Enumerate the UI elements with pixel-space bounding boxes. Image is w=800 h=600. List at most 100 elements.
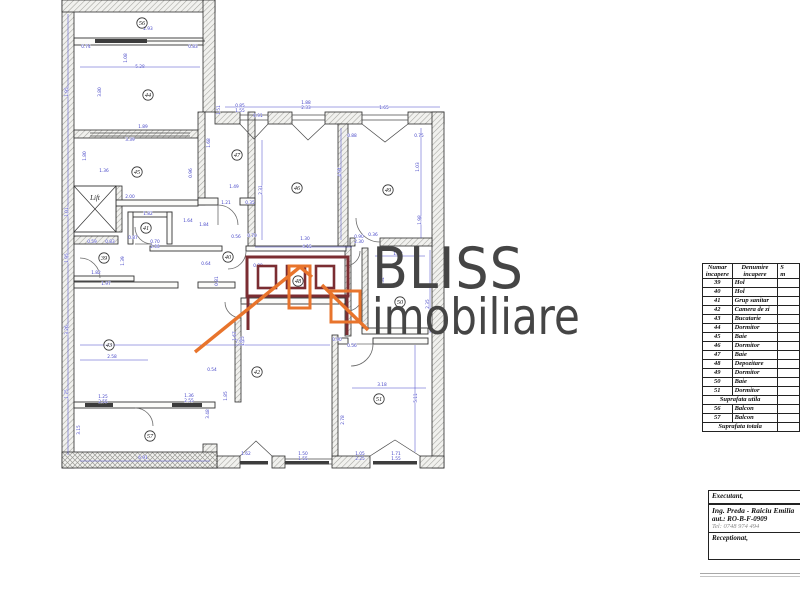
lift-shaft: [73, 185, 117, 233]
dimension-label: 0.70: [247, 233, 257, 239]
dimension-label: 1.80: [82, 151, 88, 161]
dimension-label: 0.35: [245, 200, 255, 206]
area-cell: [777, 296, 800, 306]
room-name-cell: Dormitor: [731, 341, 779, 351]
logo-chimney: [287, 264, 312, 310]
area-cell: [777, 386, 800, 396]
dimension-label: 1.03: [415, 162, 421, 172]
dimension-label: 2.00: [150, 244, 160, 250]
room-number-circle: [144, 430, 156, 442]
room-number-circle: [98, 252, 110, 264]
room-number-circle: [222, 251, 234, 263]
receptionat-label: Receptionat,: [712, 534, 748, 542]
dimension-lines: [67, 14, 440, 462]
room-number-text: 39: [100, 255, 107, 262]
dimension-label: 1.88: [301, 100, 311, 106]
room-number-text: 40: [225, 254, 232, 261]
dimension-label: 1.30: [300, 236, 310, 242]
room-number-circle: [292, 275, 304, 287]
room-number-text: 41: [143, 225, 149, 232]
dimension-label: 0.56: [347, 343, 357, 349]
room-number-text: 47: [234, 152, 241, 159]
dimension-label: 0.54: [207, 367, 217, 373]
dimension-label: 0.83: [188, 44, 198, 50]
dimension-label: 0.64: [201, 261, 211, 267]
room-number-cell: 39: [702, 278, 733, 288]
dimension-label: 1.89: [138, 124, 148, 130]
dimension-label: 3.26: [64, 325, 70, 335]
room-number-text: 42: [254, 369, 260, 376]
area-cell: [777, 368, 800, 378]
dimension-label: 1.95: [64, 253, 70, 263]
area-cell: [777, 314, 800, 324]
logo-building: [245, 255, 350, 335]
dimension-label: 1.49: [229, 184, 239, 190]
room-name-cell: Grup sanitar: [731, 296, 779, 306]
dimension-label: 2.31: [258, 185, 264, 195]
balcony-wall: [61, 451, 218, 469]
dimension-label: 7.93: [235, 339, 245, 345]
dimension-label: 1.64: [183, 218, 193, 224]
summary-cell: Suprafata utila: [701, 395, 779, 405]
room-name-cell: Bucatarie: [731, 314, 779, 324]
room-name-cell: Depozitare: [731, 359, 779, 369]
logo-house: [193, 255, 370, 354]
area-cell: [777, 422, 800, 432]
dimension-label: 0.85: [235, 103, 245, 109]
logo-window-3: [314, 264, 336, 290]
dimension-label: 2.78: [340, 415, 346, 425]
dimension-label: 2.00: [125, 194, 135, 200]
area-cell: [777, 287, 800, 297]
room-number-circle: [140, 222, 152, 234]
room-name-cell: Baie: [731, 377, 779, 387]
outer-walls: [61, 0, 445, 469]
dimension-label: 1.36: [184, 393, 194, 399]
logo-window-1: [256, 264, 278, 290]
room-name-cell: Dormitor: [731, 323, 779, 333]
room-number-cell: 50: [702, 377, 733, 387]
room-name-cell: Hol: [731, 287, 779, 297]
dimension-label: 3.15: [76, 425, 82, 435]
room-number-cell: 44: [702, 323, 733, 333]
dimension-label: 1.67: [232, 331, 238, 341]
dimension-label: 0.36: [368, 232, 378, 238]
room-number-cell: 43: [702, 314, 733, 324]
room-number-text: 43: [106, 342, 112, 349]
room-number-circle: [373, 393, 385, 405]
dimension-label: 1.36: [99, 168, 109, 174]
dimension-label: 4.15: [302, 244, 312, 250]
lift-label: Lift: [89, 194, 101, 202]
dimension-label: 1.39: [120, 256, 126, 266]
dimension-label: 5.28: [135, 64, 145, 70]
room-number-circle: [231, 149, 243, 161]
dimension-label: 1.82: [143, 211, 153, 217]
room-number-text: 56: [139, 20, 146, 27]
room-name-cell: Camera de zi: [731, 305, 779, 315]
area-cell: [777, 341, 800, 351]
dimension-label: 1.75: [64, 389, 70, 399]
dimension-label: 0.56: [231, 234, 241, 240]
dimension-label: 1.85: [223, 391, 229, 401]
room-number-cell: 48: [702, 359, 733, 369]
dimension-label: 0.90: [354, 234, 364, 240]
room-number-text: 44: [145, 92, 151, 99]
room-number-cell: 49: [702, 368, 733, 378]
room-number-cell: 57: [702, 413, 733, 423]
room-number-circle: [142, 89, 154, 101]
engineer-name: Ing. Preda - Raiciu Emilia: [712, 506, 795, 515]
dimension-label: 2.30: [354, 239, 364, 245]
room-number-cell: 40: [702, 287, 733, 297]
dimension-label: 3.39: [125, 137, 135, 143]
dimension-label: 0.88: [347, 133, 357, 139]
executant-label: Executant,: [709, 491, 800, 505]
